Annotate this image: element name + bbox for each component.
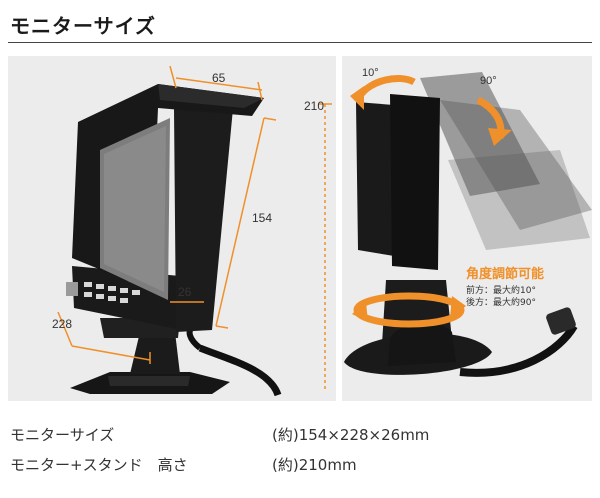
- photo-divider: [336, 56, 342, 401]
- spec-value-monitor-size: (約)154×228×26mm: [272, 426, 430, 444]
- width-label: 65: [212, 71, 226, 85]
- angle-heading: 角度調節可能: [466, 266, 544, 282]
- monitor-angle-view: [318, 72, 592, 392]
- height-label: 154: [252, 211, 272, 225]
- length-label: 228: [52, 317, 72, 331]
- depth-label: 26: [178, 285, 192, 299]
- angle-back-text: 後方：最大約90°: [466, 296, 536, 308]
- angle-back-label: 90°: [480, 75, 497, 87]
- monitor-front-view: [66, 84, 282, 397]
- title-underline: [8, 42, 592, 43]
- angle-top-label: 10°: [362, 67, 379, 79]
- spec-label-total-height: モニター+スタンド 高さ: [10, 456, 188, 474]
- total-height-label: 210: [304, 99, 324, 113]
- spec-value-total-height: (約)210mm: [272, 456, 357, 474]
- page-title: モニターサイズ: [10, 14, 156, 38]
- spec-label-monitor-size: モニターサイズ: [10, 426, 115, 444]
- angle-front-text: 前方：最大約10°: [466, 284, 536, 296]
- dimension-lines: [57, 65, 277, 364]
